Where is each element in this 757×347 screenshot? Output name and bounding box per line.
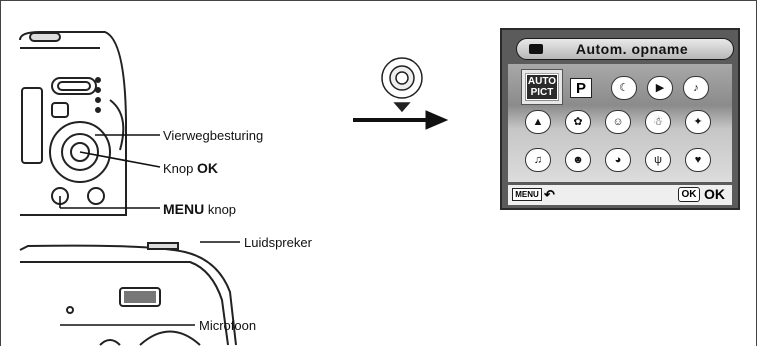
label-ok-bold: OK [196,160,218,176]
snow-icon[interactable]: ☃ [645,110,671,134]
selection-cursor [522,70,562,104]
label-menu-suffix: knop [204,202,237,217]
label-microphone: Microfoon [199,318,257,333]
camera-back-illustration [19,31,127,216]
label-four-way-controller: Vierwegbesturing [163,128,264,143]
scene-mode-grid: ☾ ▶ ♪ ▲ ✿ ☺ ☃ ✦ ♫ ☻ ◕ ψ ♥ [508,64,732,182]
kids-icon[interactable]: ☻ [565,148,591,172]
camera-top-illustration [19,242,237,346]
label-speaker: Luidspreker [244,235,312,250]
flower-icon[interactable]: ✿ [565,110,591,134]
four-way-controller-icon [381,57,423,113]
camera-screen: Autom. opname ☾ ▶ ♪ ▲ ✿ ☺ ☃ ✦ ♫ ☻ ◕ ψ ♥ … [500,28,740,210]
screen-title-bar: Autom. opname [516,38,734,60]
party-icon[interactable]: ♫ [525,148,551,172]
portrait-icon[interactable]: ☺ [605,110,631,134]
camera-mode-icon [529,44,543,54]
label-menu-button: MENU knop [163,201,236,217]
frame-composite-icon[interactable]: ♥ [685,148,711,172]
pet-icon[interactable]: ◕ [605,148,631,172]
auto-picture-label: AUTO PICT [527,76,557,98]
movie-icon[interactable]: ▶ [647,76,673,100]
screen-title: Autom. opname [575,41,689,57]
back-arrow-icon: ↶ [544,187,555,202]
screen-bottom-bar: MENU ↶ OK OK [508,185,732,205]
night-scene-icon[interactable]: ☾ [611,76,637,100]
program-icon[interactable]: P [570,78,592,98]
right-arrow-icon [353,110,449,130]
label-menu-bold: MENU [163,201,205,217]
label-ok-prefix: Knop [163,161,197,176]
voice-recording-icon[interactable]: ♪ [683,76,709,100]
ok-button-indicator[interactable]: OK [678,187,700,202]
ok-label: OK [704,186,725,202]
program-label: P [575,80,586,97]
auto-picture-icon[interactable]: AUTO PICT [526,74,558,100]
sport-icon[interactable]: ✦ [685,110,711,134]
menu-button-indicator[interactable]: MENU [512,188,542,201]
label-ok-button: Knop OK [163,160,218,176]
food-icon[interactable]: ψ [645,148,671,172]
landscape-icon[interactable]: ▲ [525,110,551,134]
leader-lines [59,134,240,326]
